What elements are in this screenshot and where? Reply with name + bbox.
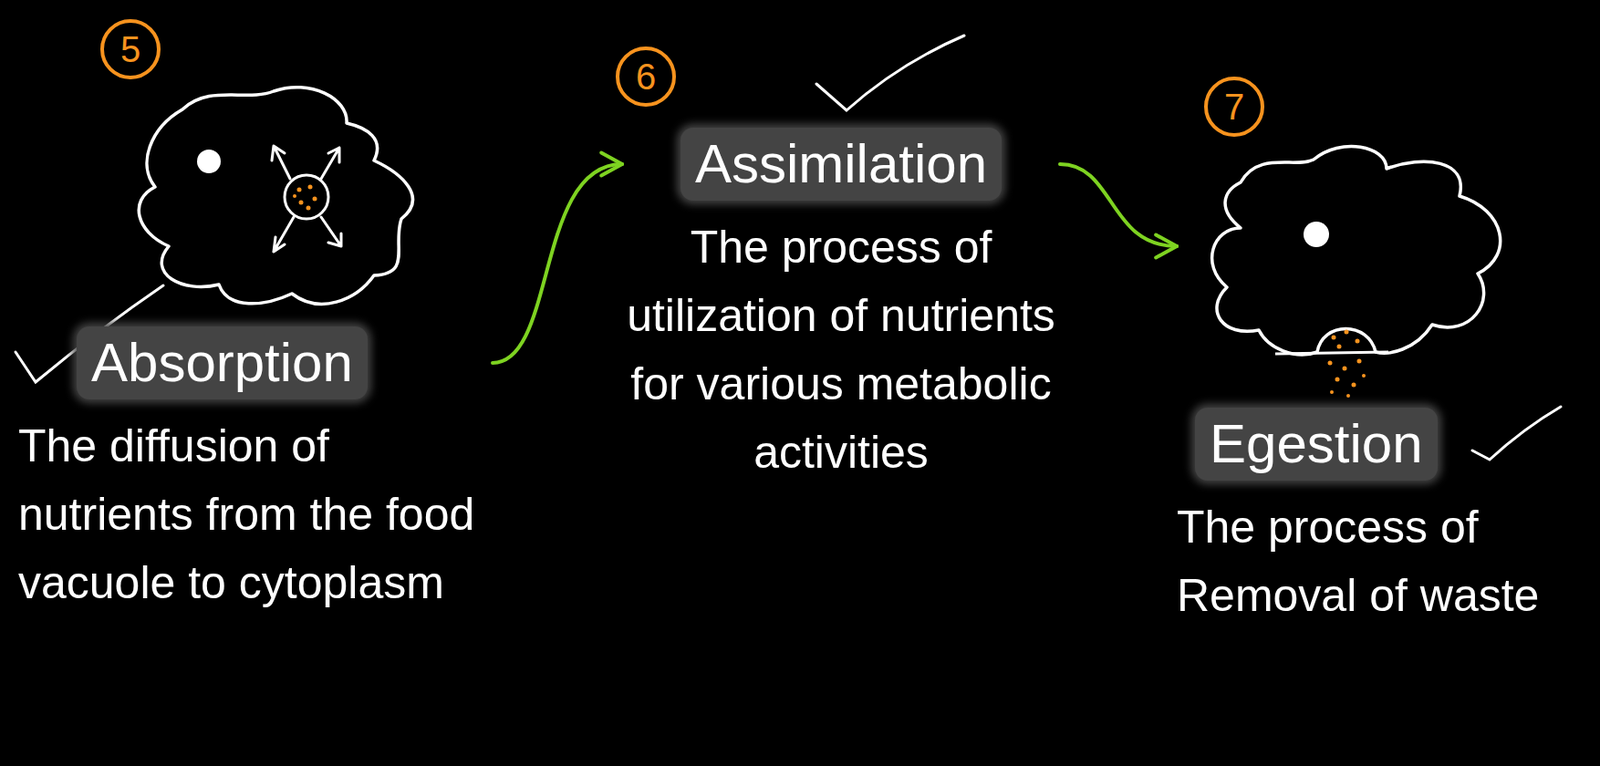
- step-description: The process of Removal of waste: [1176, 493, 1579, 631]
- arrow-head: [601, 153, 623, 165]
- callout-number: 6: [615, 46, 676, 107]
- nucleus: [197, 149, 221, 174]
- step-description: The diffusion of nutrients from the food…: [18, 412, 493, 618]
- arrow-head: [1155, 246, 1177, 258]
- cell-opening: [1275, 352, 1389, 354]
- waste-particles: [1328, 330, 1367, 399]
- arrow-head: [1155, 235, 1177, 247]
- flow-arrow: [1059, 164, 1177, 247]
- flow-arrow: [492, 164, 623, 364]
- check-mark: [816, 35, 965, 111]
- diffusion-arrows: [271, 145, 342, 252]
- amoeba-outline: [138, 87, 413, 305]
- callout-number: 5: [100, 19, 161, 80]
- process-step: EgestionThe process of Removal of waste: [1176, 143, 1579, 631]
- step-description: The process of utilization of nutrients …: [622, 213, 1060, 488]
- food-particles: [292, 185, 318, 211]
- step-heading: Egestion: [1194, 407, 1438, 481]
- step-heading: Assimilation: [680, 127, 1002, 201]
- arrow-head: [601, 164, 623, 176]
- step-heading: Absorption: [76, 326, 368, 400]
- process-step: AbsorptionThe diffusion of nutrients fro…: [18, 86, 493, 618]
- check-mark: [1472, 406, 1561, 460]
- nucleus: [1303, 221, 1330, 248]
- amoeba-outline: [1212, 146, 1501, 355]
- food-vacuole: [284, 175, 329, 219]
- process-step: AssimilationThe process of utilization o…: [622, 127, 1060, 488]
- callout-number: 7: [1204, 76, 1265, 137]
